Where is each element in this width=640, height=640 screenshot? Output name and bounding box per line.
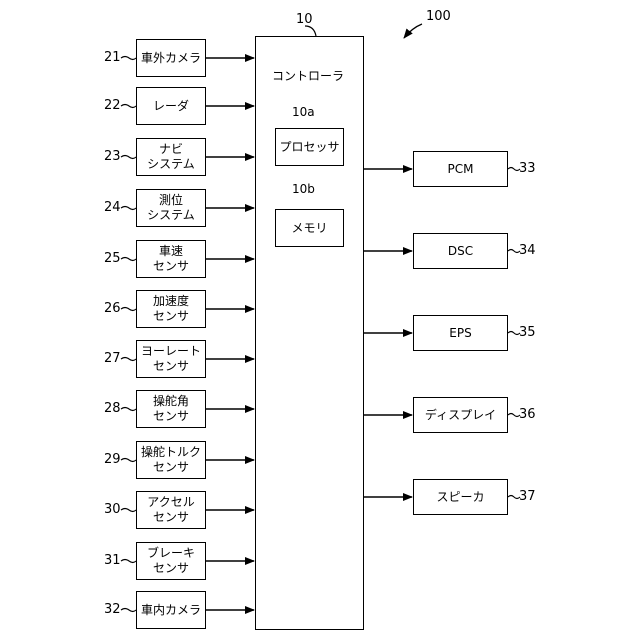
input-25-box: 車速 センサ <box>136 240 206 278</box>
input-29-box: 操舵トルク センサ <box>136 441 206 479</box>
input-30-label: アクセル センサ <box>147 495 194 525</box>
input-25-label: 車速 センサ <box>153 244 189 274</box>
input-29-ref-leader <box>121 459 136 462</box>
processor-label: プロセッサ <box>279 140 339 155</box>
input-22-ref-leader <box>121 105 136 108</box>
input-23-box: ナビ システム <box>136 138 206 176</box>
input-31-box: ブレーキ センサ <box>136 542 206 580</box>
controller-ref-leader <box>305 26 316 36</box>
input-29-label: 操舵トルク センサ <box>141 445 201 475</box>
output-37-ref: 37 <box>519 490 536 503</box>
input-31-ref-leader <box>121 560 136 563</box>
input-25-ref: 25 <box>104 252 121 265</box>
input-26-box: 加速度 センサ <box>136 290 206 328</box>
input-26-ref-leader <box>121 308 136 311</box>
input-30-ref-leader <box>121 509 136 512</box>
input-27-ref-leader <box>121 358 136 361</box>
input-32-ref: 32 <box>104 603 121 616</box>
input-27-label: ヨーレート センサ <box>141 344 201 374</box>
input-21-ref-leader <box>121 57 136 60</box>
input-22-ref: 22 <box>104 99 121 112</box>
input-28-ref: 28 <box>104 402 121 415</box>
output-36-label: ディスプレイ <box>425 408 496 423</box>
system-pointer-arrow <box>404 24 422 38</box>
input-22-label: レーダ <box>153 99 189 114</box>
memory-box: メモリ <box>275 209 344 247</box>
input-23-ref-leader <box>121 156 136 159</box>
output-33-ref: 33 <box>519 162 536 175</box>
memory-ref: 10b <box>292 183 315 195</box>
input-29-ref: 29 <box>104 453 121 466</box>
input-28-box: 操舵角 センサ <box>136 390 206 428</box>
input-26-ref: 26 <box>104 302 121 315</box>
output-35-ref: 35 <box>519 326 536 339</box>
output-33-box: PCM <box>413 151 508 187</box>
input-24-label: 測位 システム <box>147 193 195 223</box>
output-34-box: DSC <box>413 233 508 269</box>
input-31-ref: 31 <box>104 554 121 567</box>
output-33-label: PCM <box>448 162 474 177</box>
output-37-box: スピーカ <box>413 479 508 515</box>
input-28-label: 操舵角 センサ <box>153 394 189 424</box>
processor-box: プロセッサ <box>275 128 344 166</box>
controller-ref: 10 <box>296 13 313 26</box>
input-24-ref: 24 <box>104 201 121 214</box>
controller-box <box>255 36 364 630</box>
processor-ref: 10a <box>292 106 315 118</box>
input-21-box: 車外カメラ <box>136 39 206 77</box>
output-36-ref: 36 <box>519 408 536 421</box>
input-32-label: 車内カメラ <box>141 603 201 618</box>
input-30-box: アクセル センサ <box>136 491 206 529</box>
input-23-label: ナビ システム <box>147 142 195 172</box>
output-36-box: ディスプレイ <box>413 397 508 433</box>
output-35-box: EPS <box>413 315 508 351</box>
output-37-label: スピーカ <box>436 490 484 505</box>
input-31-label: ブレーキ センサ <box>147 546 195 576</box>
controller-title: コントローラ <box>272 70 344 82</box>
input-26-label: 加速度 センサ <box>153 294 189 324</box>
input-22-box: レーダ <box>136 87 206 125</box>
input-32-ref-leader <box>121 609 136 612</box>
input-24-box: 測位 システム <box>136 189 206 227</box>
input-21-ref: 21 <box>104 51 121 64</box>
output-34-label: DSC <box>448 244 473 259</box>
system-ref-label: 100 <box>426 10 451 23</box>
input-30-ref: 30 <box>104 503 121 516</box>
input-28-ref-leader <box>121 408 136 411</box>
input-27-ref: 27 <box>104 352 121 365</box>
input-27-box: ヨーレート センサ <box>136 340 206 378</box>
output-34-ref: 34 <box>519 244 536 257</box>
output-35-label: EPS <box>449 326 471 341</box>
input-32-box: 車内カメラ <box>136 591 206 629</box>
input-24-ref-leader <box>121 207 136 210</box>
memory-label: メモリ <box>291 221 327 236</box>
input-21-label: 車外カメラ <box>141 51 201 66</box>
input-23-ref: 23 <box>104 150 121 163</box>
input-25-ref-leader <box>121 258 136 261</box>
